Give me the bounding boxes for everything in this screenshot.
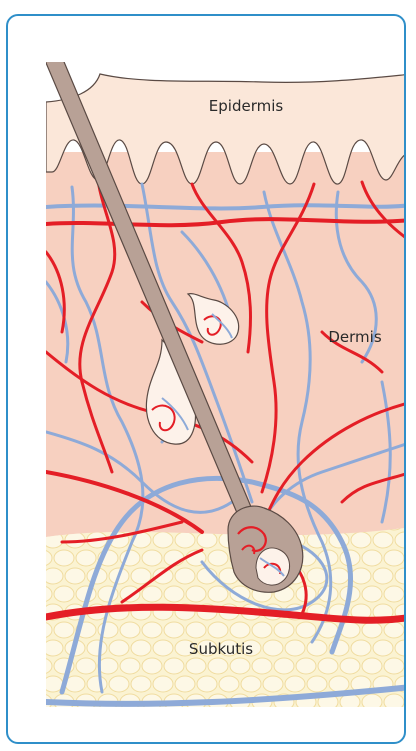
fat-cell — [263, 676, 283, 692]
fat-cell — [373, 532, 393, 548]
fat-cell — [164, 586, 184, 602]
fat-cell — [120, 658, 140, 674]
fat-cell — [87, 640, 107, 656]
fat-cell — [340, 658, 360, 674]
fat-cell — [241, 676, 261, 692]
fat-cell — [32, 658, 52, 674]
fat-cell — [43, 676, 63, 692]
fat-cell — [274, 658, 294, 674]
fat-cell — [142, 586, 162, 602]
fat-cell — [54, 550, 74, 566]
fat-cell — [153, 676, 173, 692]
fat-cell — [362, 586, 382, 602]
fat-cell — [164, 658, 184, 674]
fat-cell — [384, 658, 404, 674]
fat-cell — [197, 532, 217, 548]
fat-cell — [54, 622, 74, 638]
fat-cell — [351, 532, 371, 548]
fat-cell — [329, 676, 349, 692]
fat-cell — [164, 622, 184, 638]
fat-cell — [208, 658, 228, 674]
fat-cell — [153, 532, 173, 548]
fat-cell — [274, 622, 294, 638]
dermis-layer — [46, 152, 406, 572]
fat-cell — [296, 622, 316, 638]
fat-cell — [285, 640, 305, 656]
fat-cell — [120, 622, 140, 638]
fat-cell — [219, 676, 239, 692]
fat-cell — [252, 658, 272, 674]
fat-cell — [186, 622, 206, 638]
fat-cell — [142, 658, 162, 674]
fat-cell — [208, 550, 228, 566]
skin-diagram-card: Epidermis Dermis Subkutis — [6, 14, 406, 744]
fat-cell — [351, 640, 371, 656]
skin-cross-section: Epidermis Dermis Subkutis — [8, 16, 406, 744]
fat-cell — [384, 586, 404, 602]
fat-cell — [384, 550, 404, 566]
fat-cell — [43, 640, 63, 656]
fat-cell — [285, 676, 305, 692]
fat-cell — [131, 640, 151, 656]
fat-cell — [109, 676, 129, 692]
fat-cell — [175, 676, 195, 692]
fat-cell — [252, 622, 272, 638]
fat-cell — [32, 622, 52, 638]
fat-cell — [307, 676, 327, 692]
fat-cell — [175, 568, 195, 584]
fat-cell — [76, 658, 96, 674]
fat-cell — [263, 640, 283, 656]
fat-cell — [384, 694, 404, 710]
fat-cell — [131, 676, 151, 692]
fat-cell — [362, 658, 382, 674]
fat-cell — [142, 550, 162, 566]
fat-cell — [208, 586, 228, 602]
fat-cell — [296, 658, 316, 674]
fat-cell — [351, 568, 371, 584]
fat-cell — [87, 676, 107, 692]
fat-cell — [373, 568, 393, 584]
fat-cell — [54, 586, 74, 602]
subcutis-label: Subkutis — [189, 640, 253, 658]
fat-cell — [76, 550, 96, 566]
fat-cell — [109, 640, 129, 656]
fat-cell — [362, 550, 382, 566]
fat-cell — [384, 622, 404, 638]
fat-cell — [186, 586, 206, 602]
fat-cell — [230, 622, 250, 638]
fat-cell — [307, 640, 327, 656]
fat-cell — [65, 568, 85, 584]
fat-cell — [142, 622, 162, 638]
fat-cell — [175, 532, 195, 548]
fat-cell — [373, 640, 393, 656]
fat-cell — [32, 586, 52, 602]
fat-cell — [318, 658, 338, 674]
dermis-label: Dermis — [328, 328, 381, 346]
fat-cell — [43, 568, 63, 584]
fat-cell — [362, 622, 382, 638]
fat-cell — [197, 676, 217, 692]
fat-cell — [208, 622, 228, 638]
epidermis-label: Epidermis — [209, 97, 284, 115]
fat-cell — [153, 640, 173, 656]
fat-cell — [186, 658, 206, 674]
fat-cell — [32, 550, 52, 566]
fat-cell — [362, 694, 382, 710]
fat-cell — [230, 658, 250, 674]
